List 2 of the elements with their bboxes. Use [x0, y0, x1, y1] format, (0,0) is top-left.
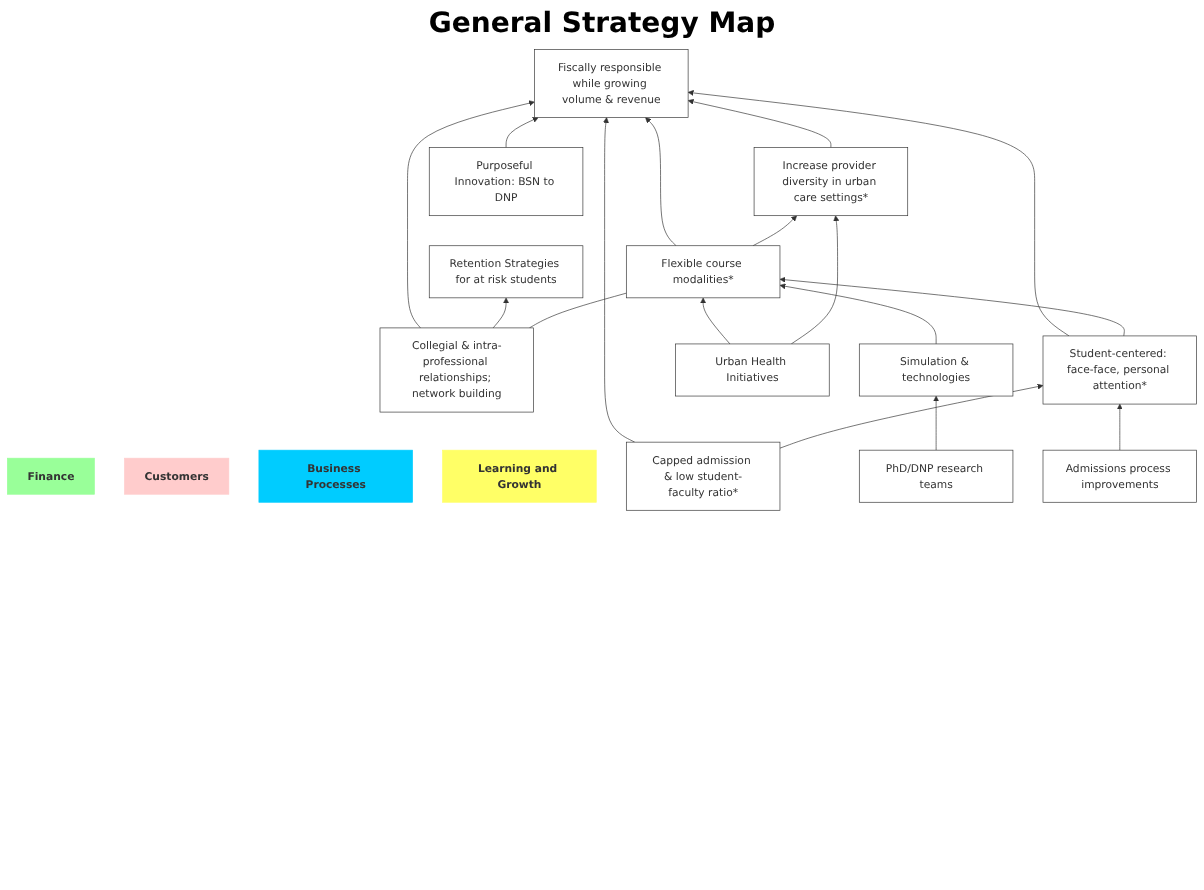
diagram-title: General Strategy Map	[426, 8, 778, 40]
connector	[529, 292, 627, 329]
